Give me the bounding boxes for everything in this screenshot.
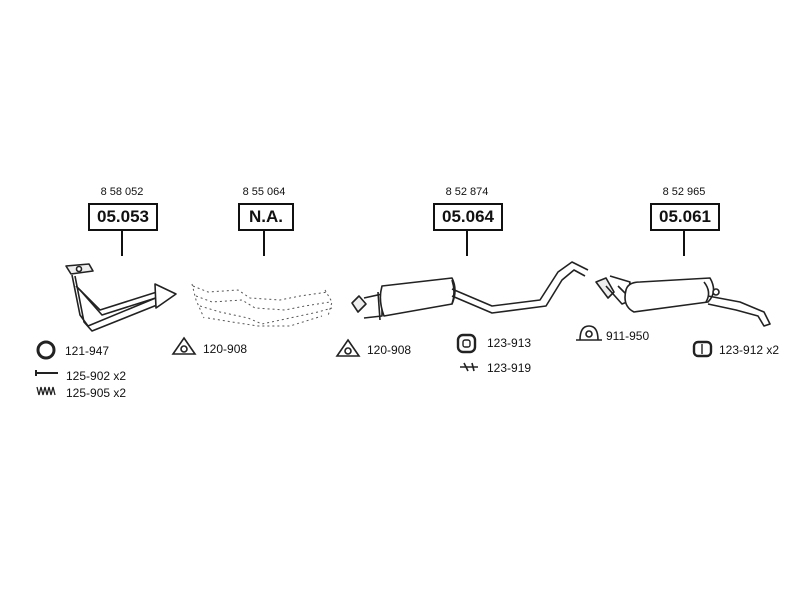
leader-line-catalyst — [263, 229, 265, 256]
part-label-bolt[interactable]: 125-902 x2 — [66, 369, 127, 383]
u-clamp-icon — [576, 325, 602, 341]
front-pipe-drawing[interactable] — [65, 263, 177, 332]
part-label-rubber-mount[interactable]: 123-912 x2 — [719, 343, 780, 357]
bolt-icon — [35, 370, 58, 376]
leader-line-middle-silencer — [466, 229, 468, 256]
leader-line-rear-silencer — [683, 229, 685, 256]
rubber-mount-icon — [692, 340, 713, 358]
spring-icon — [36, 386, 56, 396]
assembly-ref-middle-silencer: 8 52 874 — [445, 186, 489, 198]
part-label-triangle-gasket-middle[interactable]: 120-908 — [367, 343, 412, 357]
assembly-ref-front-pipe: 8 58 052 — [100, 186, 144, 198]
assembly-code-middle-silencer[interactable]: 05.064 — [433, 203, 503, 231]
triangle-gasket-icon-catalyst — [171, 336, 197, 355]
rear-silencer-drawing[interactable] — [595, 275, 771, 327]
hanger-strap-icon — [460, 362, 478, 372]
assembly-ref-rear-silencer: 8 52 965 — [662, 186, 706, 198]
part-label-u-clamp[interactable]: 911-950 — [606, 329, 650, 343]
part-label-spring[interactable]: 125-905 x2 — [66, 386, 127, 400]
assembly-code-front-pipe[interactable]: 05.053 — [88, 203, 158, 231]
assembly-ref-catalyst: 8 55 064 — [242, 186, 286, 198]
triangle-gasket-icon-middle — [335, 338, 361, 357]
assembly-code-catalyst[interactable]: N.A. — [238, 203, 294, 231]
part-label-ring-gasket[interactable]: 121-947 — [65, 344, 110, 358]
part-label-triangle-gasket-catalyst[interactable]: 120-908 — [203, 342, 248, 356]
leader-line-front-pipe — [121, 229, 123, 256]
part-label-hanger-strap[interactable]: 123-919 — [487, 361, 532, 375]
ring-gasket-icon — [36, 340, 56, 360]
rubber-hanger-icon — [456, 333, 477, 354]
catalyst-outline-drawing[interactable] — [191, 283, 333, 327]
middle-silencer-drawing[interactable] — [351, 261, 589, 321]
assembly-code-rear-silencer[interactable]: 05.061 — [650, 203, 720, 231]
part-label-rubber-hanger[interactable]: 123-913 — [487, 336, 532, 350]
